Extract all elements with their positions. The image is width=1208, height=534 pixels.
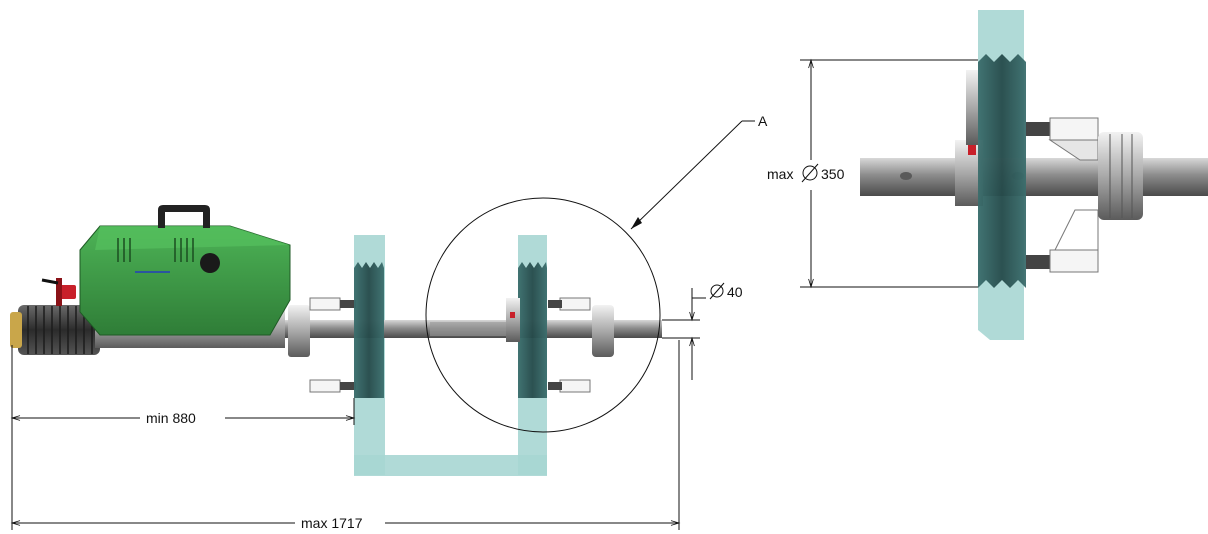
cutting-disc-2 bbox=[506, 262, 547, 398]
diameter-symbol-icon bbox=[801, 163, 819, 183]
motor-housing bbox=[79, 225, 291, 336]
detail-clamp bbox=[1026, 117, 1099, 273]
clamp-left bbox=[309, 297, 356, 393]
detail-label: A bbox=[758, 113, 768, 129]
detail-circle bbox=[425, 197, 661, 433]
diameter-bar-label: 40 bbox=[727, 284, 743, 300]
max-length-label: max 1717 bbox=[301, 515, 363, 531]
flange-diameter-label: 350 bbox=[821, 166, 845, 182]
handle-icon bbox=[158, 205, 210, 228]
detail-cutting-disc bbox=[978, 54, 1026, 288]
dimension-flange-diameter: max 350 bbox=[767, 58, 978, 289]
detail-view: max 350 bbox=[767, 10, 1208, 340]
main-view: A 40 min 880 max 1717 bbox=[10, 113, 768, 531]
red-valve-icon bbox=[41, 278, 76, 306]
dimension-bar-diameter: 40 bbox=[662, 282, 743, 380]
clamp-right bbox=[548, 297, 591, 393]
diameter-symbol-icon bbox=[709, 282, 725, 300]
flange-diameter-prefix: max bbox=[767, 166, 793, 182]
bellows bbox=[10, 305, 100, 355]
knob-icon bbox=[200, 253, 220, 273]
cutting-disc-1 bbox=[354, 262, 384, 398]
dimension-min-length: min 880 bbox=[10, 410, 356, 426]
min-length-label: min 880 bbox=[146, 410, 196, 426]
detail-bar-shaft bbox=[860, 158, 1208, 196]
dimension-max-length: max 1717 bbox=[10, 515, 681, 531]
